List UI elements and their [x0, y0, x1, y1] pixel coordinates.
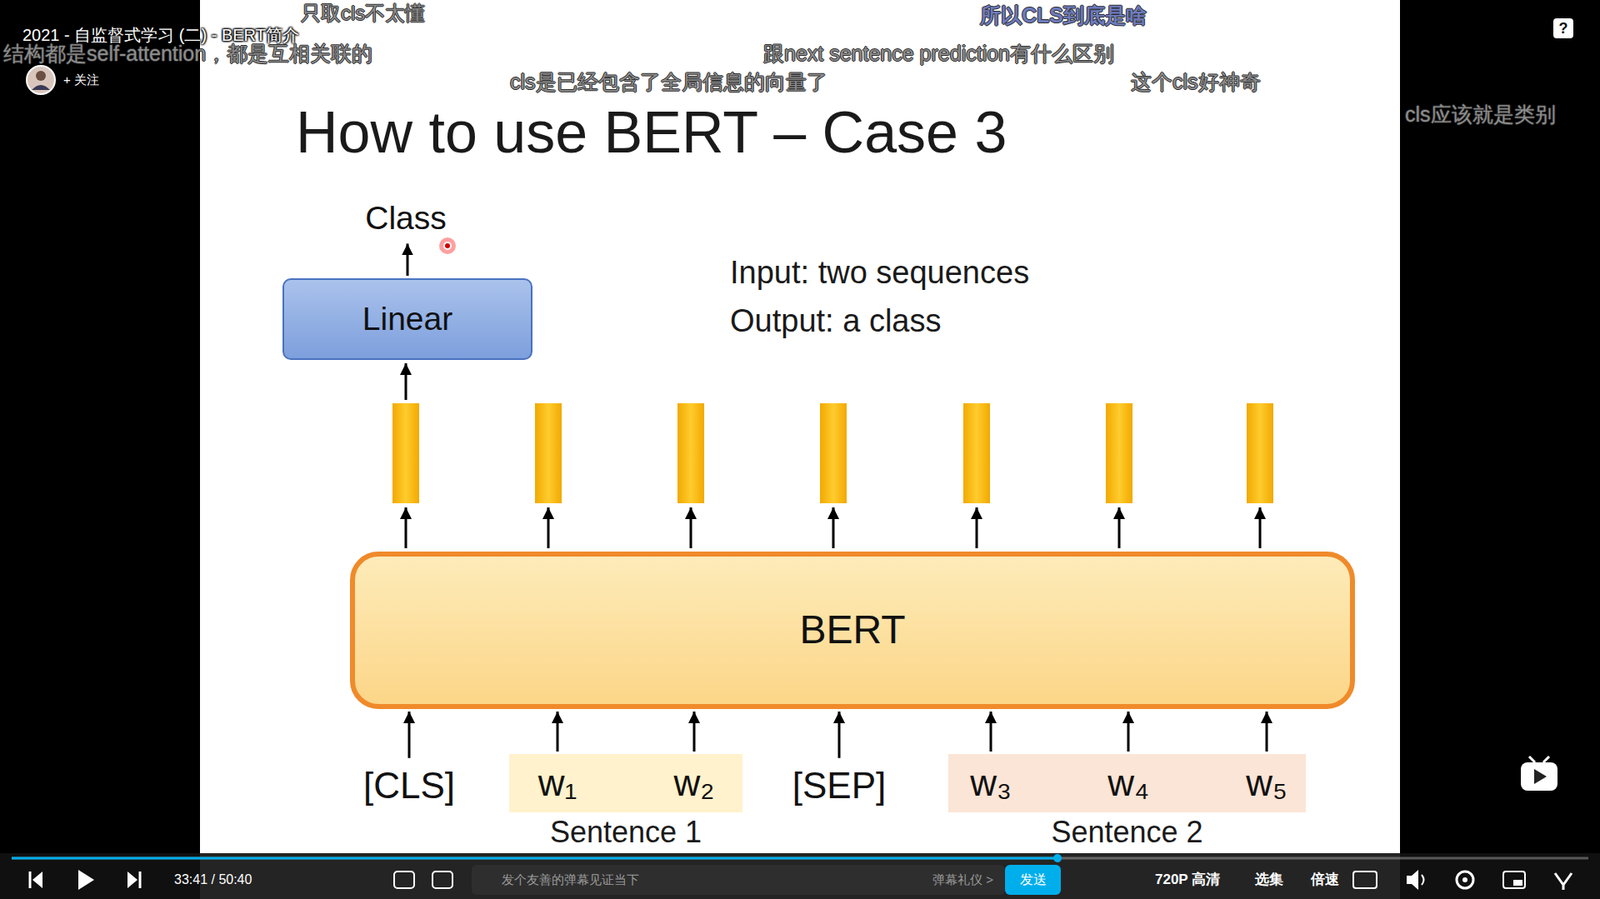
follow-button: + 关注 [63, 72, 100, 87]
slide-note: Output: a class [730, 303, 941, 340]
danmaku-etiquette-link: 弹幕礼仪 > [932, 872, 994, 887]
node-text: [CLS] [363, 765, 455, 806]
node-text: [SEP] [792, 765, 887, 806]
output-vectors [392, 403, 1274, 504]
word-token: w₄ [1102, 754, 1155, 813]
arrow-connector [692, 711, 695, 752]
laser-pointer [439, 237, 456, 255]
bert-model-box: BERT [350, 551, 1355, 710]
danmaku-input-placeholder: 发个友善的弹幕见证当下 [501, 872, 640, 887]
node-text: w₅ [1245, 763, 1288, 804]
node-text: Class [365, 200, 447, 237]
special-token: [SEP] [787, 760, 892, 811]
control-bar [0, 853, 1600, 899]
node-text: w₂ [674, 763, 715, 804]
sentence-label: Sentence 1 [550, 815, 702, 850]
danmaku-comment: 只取cls不太懂 [300, 1, 425, 25]
bilibili-logo [1520, 756, 1558, 791]
danmaku-comment: cls是已经包含了全局信息的向量了 [510, 70, 828, 95]
arrow-connector [1265, 711, 1269, 752]
sentence-band: Sentence 2w₃w₄w₅ [948, 754, 1306, 813]
danmaku-comment: cls应该就是类别 [1405, 102, 1556, 127]
danmaku-comment: 这个cls好神奇 [1130, 70, 1261, 95]
arrow-connector [838, 711, 841, 759]
slide-title: How to use BERT – Case 3 [295, 99, 1007, 167]
arrow-connector [989, 711, 992, 752]
slide [200, 0, 1400, 899]
send-button: 发送 [1020, 872, 1047, 888]
slide-note: Input: two sequences [730, 255, 1030, 292]
danmaku-comment: 跟next sentence prediction有什么区别 [763, 41, 1115, 66]
danmaku-comment: 所以CLS到底是啥 [980, 3, 1147, 28]
special-token: [CLS] [358, 760, 460, 811]
arrow-connector [1127, 711, 1130, 752]
word-token: w₁ [533, 754, 583, 813]
arrow-connector [407, 711, 410, 759]
quality-button: 720P 高清 [1155, 871, 1220, 889]
node-text: w₄ [1107, 763, 1150, 804]
arrow-connector [406, 243, 410, 276]
sentence-band: Sentence 1w₁w₂ [509, 754, 743, 813]
node-text: BERT [799, 608, 905, 653]
danmaku-comment: 结构都是self-attention，都是互相关联的 [3, 41, 373, 66]
episodes-button: 选集 [1255, 871, 1284, 889]
word-token: w₅ [1240, 754, 1293, 813]
node-text: Linear [362, 301, 453, 338]
time-display: 33:41 / 50:40 [174, 872, 252, 888]
output-arrows [405, 363, 1260, 549]
word-token: w₃ [965, 754, 1017, 813]
sentence-label: Sentence 2 [1050, 815, 1203, 850]
output-class-label: Class [360, 195, 452, 242]
node-text: w₃ [970, 763, 1012, 804]
linear-layer-box: Linear [282, 278, 533, 360]
arrow-connector [556, 711, 560, 752]
word-token: w₂ [669, 754, 720, 813]
speed-button: 倍速 [1310, 871, 1340, 889]
node-text: w₁ [538, 763, 578, 804]
help-icon: ? [1559, 20, 1569, 38]
